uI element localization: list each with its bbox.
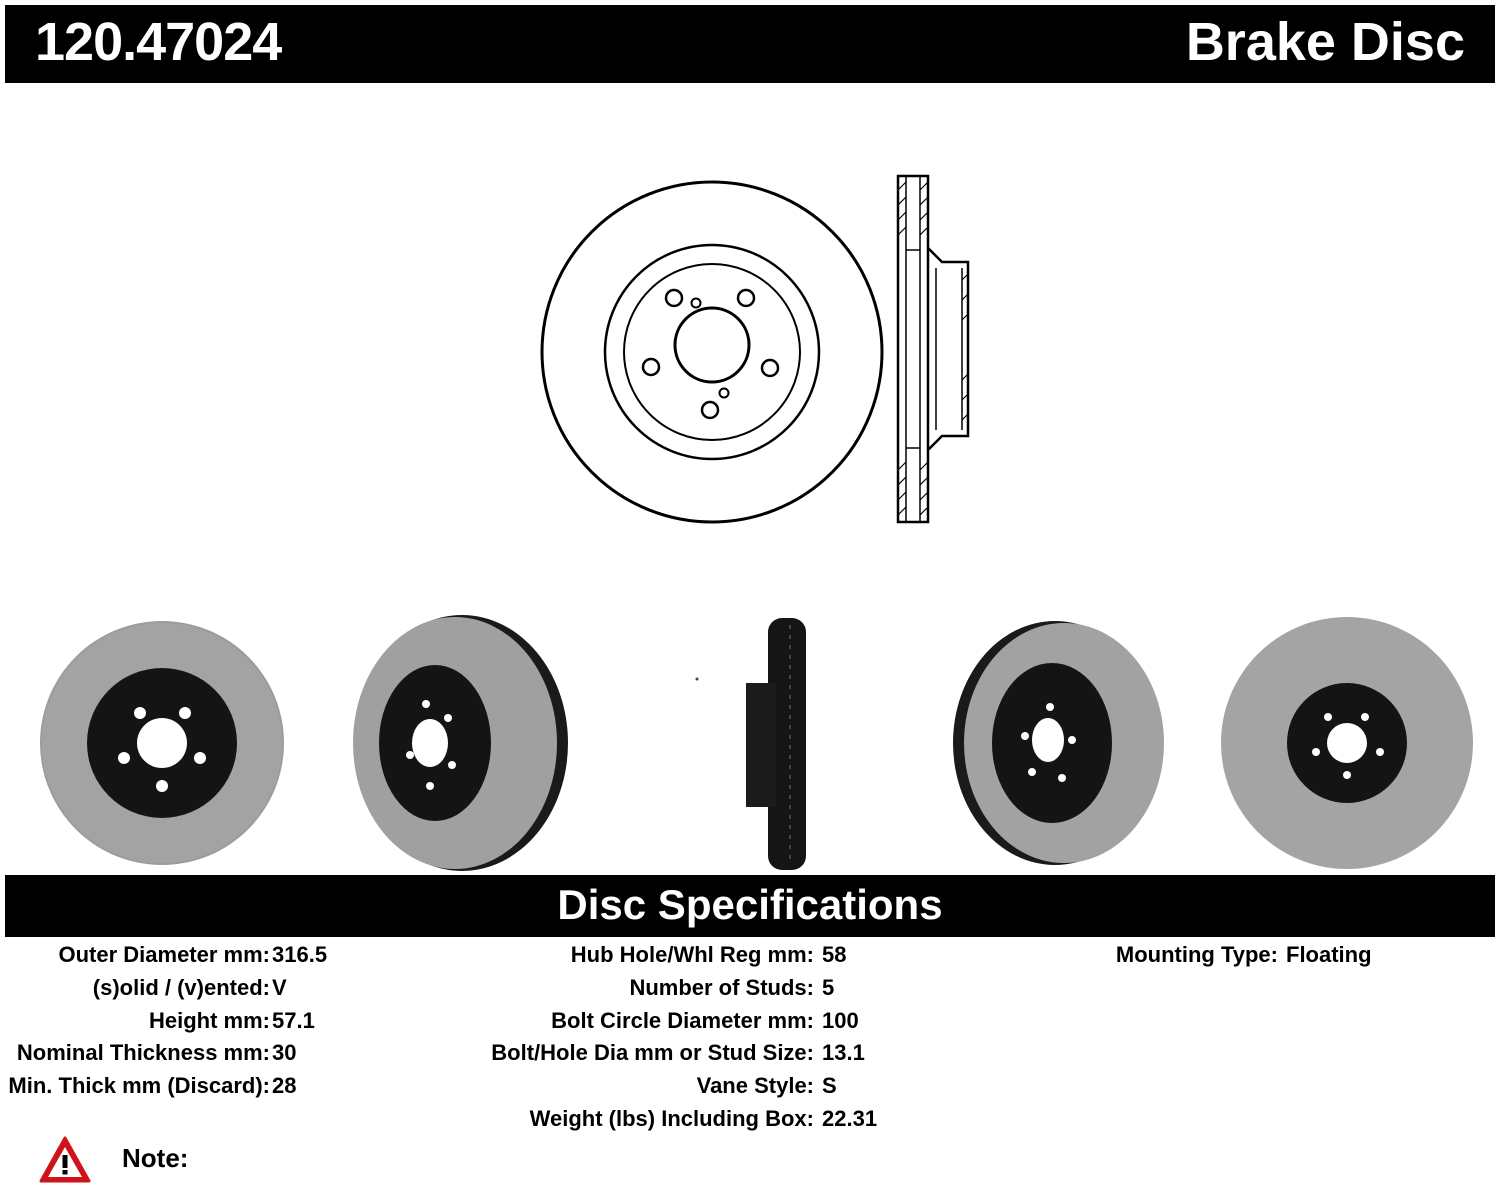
spec-label: Height mm: [149,1008,270,1033]
spec-value: 100 [822,1008,859,1033]
spec-label: Min. Thick mm (Discard): [8,1073,270,1098]
spec-value: 316.5 [272,942,328,967]
spec-value: V [272,975,287,1000]
spec-label: Hub Hole/Whl Reg mm: [570,942,814,967]
spec-section-bar: Disc Specifications [5,875,1495,937]
spec-row: Hub Hole/Whl Reg mm: [300,942,814,972]
header-bar: 120.47024 Brake Disc [5,5,1495,83]
spec-row: Bolt/Hole Dia mm or Stud Size: [300,1040,814,1070]
spec-value: 28 [272,1073,297,1098]
spec-row: Outer Diameter mm: [0,942,270,972]
spec-value: 57.1 [272,1008,315,1033]
spec-value: Floating [1286,942,1372,967]
document-title: Brake Disc [1185,12,1465,72]
spec-value: S [822,1073,837,1098]
spec-row: Vane Style: [300,1073,814,1103]
part-number: 120.47024 [35,12,282,72]
rotor-photo-side [695,618,806,870]
spec-value: 30 [272,1040,297,1065]
spec-row: Number of Studs: [300,975,814,1005]
rotor-photo-front [40,621,284,865]
rotor-photo-back [1221,617,1473,869]
rotor-photo-angled-left [353,615,568,871]
spec-value: 13.1 [822,1040,865,1065]
spec-label: (s)olid / (v)ented: [92,975,270,1000]
spec-label: Bolt/Hole Dia mm or Stud Size: [491,1040,814,1065]
spec-value: 22.31 [822,1106,878,1131]
rotor-front-view-drawing [540,180,884,524]
spec-row: Height mm: [0,1008,270,1038]
spec-row: Bolt Circle Diameter mm: [300,1008,814,1038]
note-label: Note: [122,1143,189,1173]
spec-label: Mounting Type: [1115,942,1278,967]
rotor-photo-angled-right [953,621,1164,865]
spec-label: Vane Style: [696,1073,814,1098]
spec-label: Nominal Thickness mm: [16,1040,270,1065]
spec-value: 5 [822,975,835,1000]
spec-section-title: Disc Specifications [557,881,943,928]
spec-label: Weight (lbs) Including Box: [529,1106,814,1131]
spec-label: Number of Studs: [629,975,814,1000]
spec-value: 58 [822,942,847,967]
spec-row: Mounting Type: [1000,942,1278,972]
spec-label: Outer Diameter mm: [58,942,270,967]
rotor-side-section-drawing [896,174,970,524]
spec-row: Min. Thick mm (Discard): [0,1073,270,1103]
spec-row: Weight (lbs) Including Box: [300,1106,814,1136]
spec-row: (s)olid / (v)ented: [0,975,270,1005]
spec-row: Nominal Thickness mm: [0,1040,270,1070]
spec-label: Bolt Circle Diameter mm: [551,1008,814,1033]
warning-triangle-icon [39,1136,91,1183]
